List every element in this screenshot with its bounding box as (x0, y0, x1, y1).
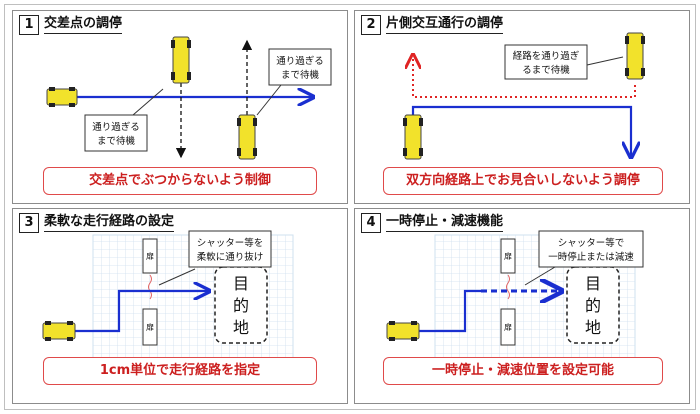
panel-caption: 双方向経路上でお見合いしないよう調停 (383, 167, 663, 195)
svg-text:扉: 扉 (146, 322, 154, 332)
panel-title: 交差点の調停 (44, 15, 123, 34)
callout-a-line2: まで待機 (97, 135, 136, 147)
shutter-gap (506, 274, 510, 300)
callout-line2: 一時停止または減速 (548, 251, 634, 263)
panel-4: 4 一時停止・減速機能 扉 扉 目 的 地 シャッター等で 一時停止または減速 … (354, 208, 690, 404)
panel-2: 2 片側交互通行の調停 経路を通り過ぎ るまで待機 双方向経路上でお見合いしない… (354, 10, 690, 204)
callout-line2: るまで待機 (522, 64, 570, 76)
route-blue (411, 105, 631, 157)
agv-vehicle-icon (386, 321, 420, 341)
destination-label-3: 地 (585, 318, 601, 337)
destination-label-3: 地 (233, 318, 249, 337)
callout-line1: 経路を通り過ぎ (513, 50, 580, 62)
destination-label-1: 目 (233, 274, 249, 293)
agv-vehicle-icon (403, 114, 423, 160)
panel-4-drawing: 扉 扉 目 的 地 シャッター等で 一時停止または減速 (386, 230, 644, 368)
agv-vehicle-icon (171, 36, 191, 84)
route-blue (419, 289, 481, 333)
callout (538, 230, 644, 268)
svg-text:扉: 扉 (504, 251, 512, 261)
agv-vehicle-icon (237, 114, 257, 160)
callout-a-line1: 通り過ぎる (92, 121, 140, 133)
panel-number: 2 (361, 15, 381, 35)
destination-label-2: 的 (585, 296, 601, 315)
route-stop-dotted (413, 55, 636, 98)
callout-b-line1: 通り過ぎる (276, 55, 324, 67)
route-blue (75, 291, 209, 333)
diagram-frame (4, 4, 696, 410)
callout (188, 230, 272, 268)
panel-1-drawing: 通り過ぎる まで待機 通り過ぎる まで待機 (46, 36, 332, 160)
panel-caption: 交差点でぶつからないよう制御 (43, 167, 317, 195)
shutter-gap (148, 274, 152, 300)
shutter-icon (500, 238, 516, 274)
callout-line1: シャッター等で (558, 237, 625, 249)
callout (504, 44, 588, 80)
panel-1: 1 交差点の調停 通り過ぎる まで待機 通り過ぎる まで待機 交差点でぶつからな… (12, 10, 348, 204)
svg-text:扉: 扉 (146, 251, 154, 261)
panel-caption: 一時停止・減速位置を設定可能 (383, 357, 663, 385)
destination-label-1: 目 (585, 274, 601, 293)
callout-line1: シャッター等を (197, 237, 264, 249)
panel-title: 柔軟な走行経路の設定 (44, 213, 175, 232)
agv-vehicle-icon (42, 321, 76, 341)
panel-2-drawing: 経路を通り過ぎ るまで待機 (403, 32, 645, 160)
panel-title: 一時停止・減速機能 (386, 213, 504, 232)
callout-line2: 柔軟に通り抜け (197, 251, 264, 263)
callout-b (268, 48, 332, 86)
panel-number: 4 (361, 213, 381, 233)
panel-caption: 1cm単位で走行経路を指定 (43, 357, 317, 385)
panel-number: 1 (19, 15, 39, 35)
shutter-icon (142, 308, 158, 346)
callout-b-line2: まで待機 (281, 69, 320, 81)
panel-title: 片側交互通行の調停 (386, 15, 504, 34)
shutter-icon (142, 238, 158, 274)
panel-number: 3 (19, 213, 39, 233)
agv-vehicle-icon (46, 87, 78, 107)
shutter-icon (500, 308, 516, 346)
panel-3: 3 柔軟な走行経路の設定 扉 扉 目 的 地 シャッター等を 柔軟に通り抜け 1… (12, 208, 348, 404)
agv-vehicle-icon (625, 32, 645, 80)
svg-text:扉: 扉 (504, 322, 512, 332)
destination-label-2: 的 (233, 296, 249, 315)
panel-3-drawing: 扉 扉 目 的 地 シャッター等を 柔軟に通り抜け (42, 230, 294, 368)
callout-a (84, 114, 148, 152)
